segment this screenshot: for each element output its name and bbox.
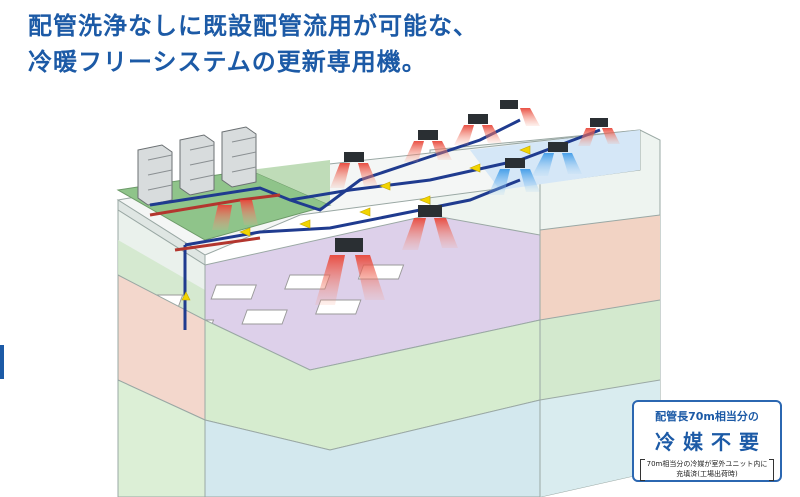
badge-note-line-2: 充填済(工場出荷時)	[676, 470, 738, 478]
indoor-unit-main	[315, 238, 385, 305]
headline-line-2: 冷暖フリーシステムの更新専用機。	[28, 48, 427, 76]
indoor-unit-5	[454, 114, 502, 145]
indoor-units	[315, 100, 620, 305]
outdoor-unit-3	[221, 126, 257, 188]
badge-bracket-right	[769, 459, 774, 481]
building-right-wing	[429, 129, 661, 497]
indoor-unit-3	[330, 152, 378, 188]
badge-note: 70m相当分の冷媒が室外ユニット内に 充填済(工場出荷時)	[640, 459, 774, 481]
indoor-unit-4	[404, 130, 452, 162]
outdoor-unit-1	[137, 144, 173, 206]
edge-marker	[0, 345, 4, 379]
badge-note-line-1: 70m相当分の冷媒が室外ユニット内に	[646, 460, 768, 468]
badge-main-text: 冷媒不要	[655, 430, 767, 454]
headline-line-1: 配管洗浄なしに既設配管流用が可能な、	[28, 12, 478, 40]
indoor-unit-cold-2	[532, 142, 582, 176]
indoor-unit-cold-1	[488, 158, 540, 195]
indoor-unit-6	[500, 100, 540, 126]
indoor-unit-7	[578, 118, 620, 146]
roof-air-flows	[212, 200, 258, 230]
flow-arrows	[181, 145, 531, 301]
badge-bracket-left	[640, 459, 645, 481]
outdoor-units	[137, 126, 257, 206]
badge-subtitle: 配管長70m相当分の	[655, 410, 759, 423]
outdoor-unit-2	[179, 134, 215, 196]
headline: 配管洗浄なしに既設配管流用が可能な、 冷暖フリーシステムの更新専用機。	[28, 8, 478, 80]
indoor-unit-2	[402, 205, 458, 250]
refrigerant-free-badge: 配管長70m相当分の 冷媒不要 70m相当分の冷媒が室外ユニット内に 充填済(工…	[632, 400, 782, 482]
lower-floors	[117, 255, 541, 497]
